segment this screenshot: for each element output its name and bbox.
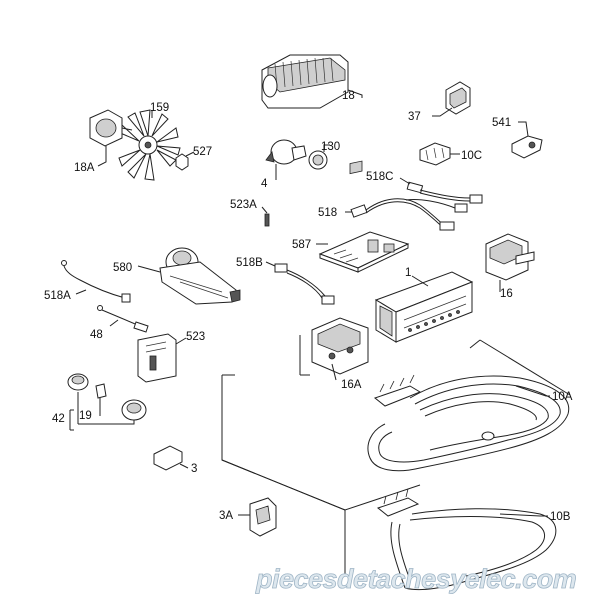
callout-587: 587: [292, 239, 311, 251]
tangential-fan-part: [261, 54, 363, 109]
callout-580: 580: [113, 262, 132, 274]
callout-18a: 18A: [74, 162, 95, 174]
wire-518-part: [345, 198, 468, 231]
selector-switch-16-part: [485, 233, 535, 292]
heating-element-10b-part: [376, 488, 557, 591]
nut-527-part: [175, 151, 195, 171]
heating-element-10a-part: [367, 374, 570, 472]
callout-159: 159: [150, 102, 169, 114]
callout-518a: 518A: [44, 290, 71, 302]
callout-518c: 518C: [366, 171, 394, 183]
callout-16: 16: [500, 288, 513, 300]
motor-assembly-580-part: [137, 247, 241, 305]
callout-42: 42: [52, 413, 65, 425]
wire-518c-part: [399, 177, 483, 204]
fan-blade-part: [117, 109, 181, 181]
callout-10b: 10B: [550, 511, 571, 523]
screw-523a-part: [261, 206, 270, 227]
oven-cavity-outline: [221, 335, 571, 575]
callout-523: 523: [186, 331, 205, 343]
bracket-523-part: [137, 333, 187, 383]
callout-16a: 16A: [341, 379, 362, 391]
callout-541: 541: [492, 117, 511, 129]
callout-518: 518: [318, 207, 337, 219]
clip-3a-part: [238, 497, 277, 537]
callout-527: 527: [193, 146, 212, 158]
wire-518b-part: [265, 261, 335, 305]
callout-10c: 10C: [461, 150, 482, 162]
watermark-text: piecesdetachesyelec.com: [255, 564, 576, 594]
fan-motor-part: [89, 109, 133, 167]
display-module-1-part: [374, 271, 474, 343]
lamp-assembly-42-part: [67, 373, 147, 431]
probe-48-part: [97, 305, 149, 333]
callout-3a: 3A: [219, 510, 233, 522]
circuit-board-587-part: [316, 160, 410, 273]
thermostat-4-part: [265, 139, 307, 180]
switch-541-part: [511, 121, 543, 159]
callout-1: 1: [405, 267, 411, 279]
callout-10a: 10A: [552, 391, 573, 403]
callout-523a: 523A: [230, 199, 257, 211]
wire-518a-part: [61, 260, 131, 303]
terminal-10c-part: [419, 142, 460, 166]
switch-37-part: [432, 81, 471, 117]
callout-48: 48: [90, 329, 103, 341]
selector-switch-16a-part: [311, 317, 369, 381]
cap-130-part: [308, 144, 330, 170]
callout-37: 37: [408, 111, 421, 123]
callout-18: 18: [342, 90, 355, 102]
callout-4: 4: [261, 178, 268, 190]
callout-3: 3: [191, 463, 197, 475]
callout-19: 19: [79, 410, 92, 422]
clip-3-part: [153, 445, 189, 471]
callout-130: 130: [321, 141, 340, 153]
callout-518b: 518B: [236, 257, 263, 269]
